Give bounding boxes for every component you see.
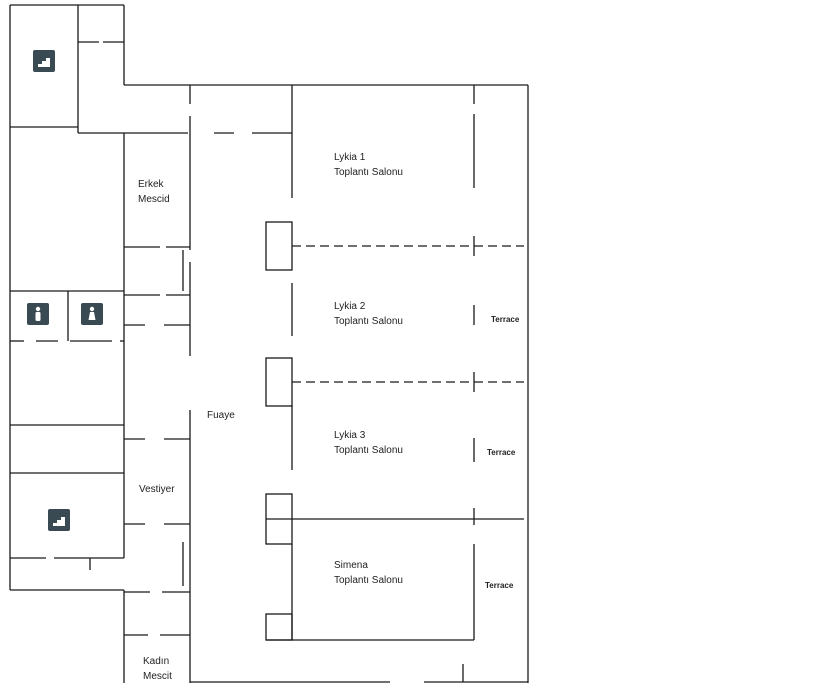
room-lykia-1: Lykia 1 Toplantı Salonu: [334, 150, 403, 180]
stairs-icon: [33, 50, 55, 72]
room-lykia-2-name: Lykia 2: [334, 301, 366, 312]
room-erkek-mescid: Erkek Mescid: [138, 177, 170, 207]
stairs-icon: [48, 509, 70, 531]
room-lykia-3: Lykia 3 Toplantı Salonu: [334, 428, 403, 458]
restroom-icon: [81, 303, 103, 325]
terrace-label: Terrace: [485, 581, 514, 590]
room-simena: Simena Toplantı Salonu: [334, 558, 403, 588]
walls: [9, 4, 529, 683]
room-lykia-3-name: Lykia 3: [334, 430, 366, 441]
room-kadin-mescit-line1: Kadın: [143, 656, 170, 667]
room-erkek-mescid-line2: Mescid: [138, 194, 170, 205]
room-kadin-mescit: Kadın Mescit: [143, 654, 172, 684]
room-lykia-2-type: Toplantı Salonu: [334, 316, 403, 327]
room-simena-type: Toplantı Salonu: [334, 575, 403, 586]
room-lykia-3-type: Toplantı Salonu: [334, 445, 403, 456]
terrace-label: Terrace: [491, 315, 520, 324]
room-lykia-2: Lykia 2 Toplantı Salonu: [334, 299, 403, 329]
room-fuaye: Fuaye: [207, 410, 235, 421]
room-vestiyer: Vestiyer: [139, 484, 175, 495]
room-simena-name: Simena: [334, 560, 368, 571]
room-lykia-1-name: Lykia 1: [334, 152, 366, 163]
room-lykia-1-type: Toplantı Salonu: [334, 167, 403, 178]
restroom-icon: [27, 303, 49, 325]
terrace-label: Terrace: [487, 448, 516, 457]
room-kadin-mescit-line2: Mescit: [143, 671, 172, 682]
room-erkek-mescid-line1: Erkek: [138, 179, 164, 190]
